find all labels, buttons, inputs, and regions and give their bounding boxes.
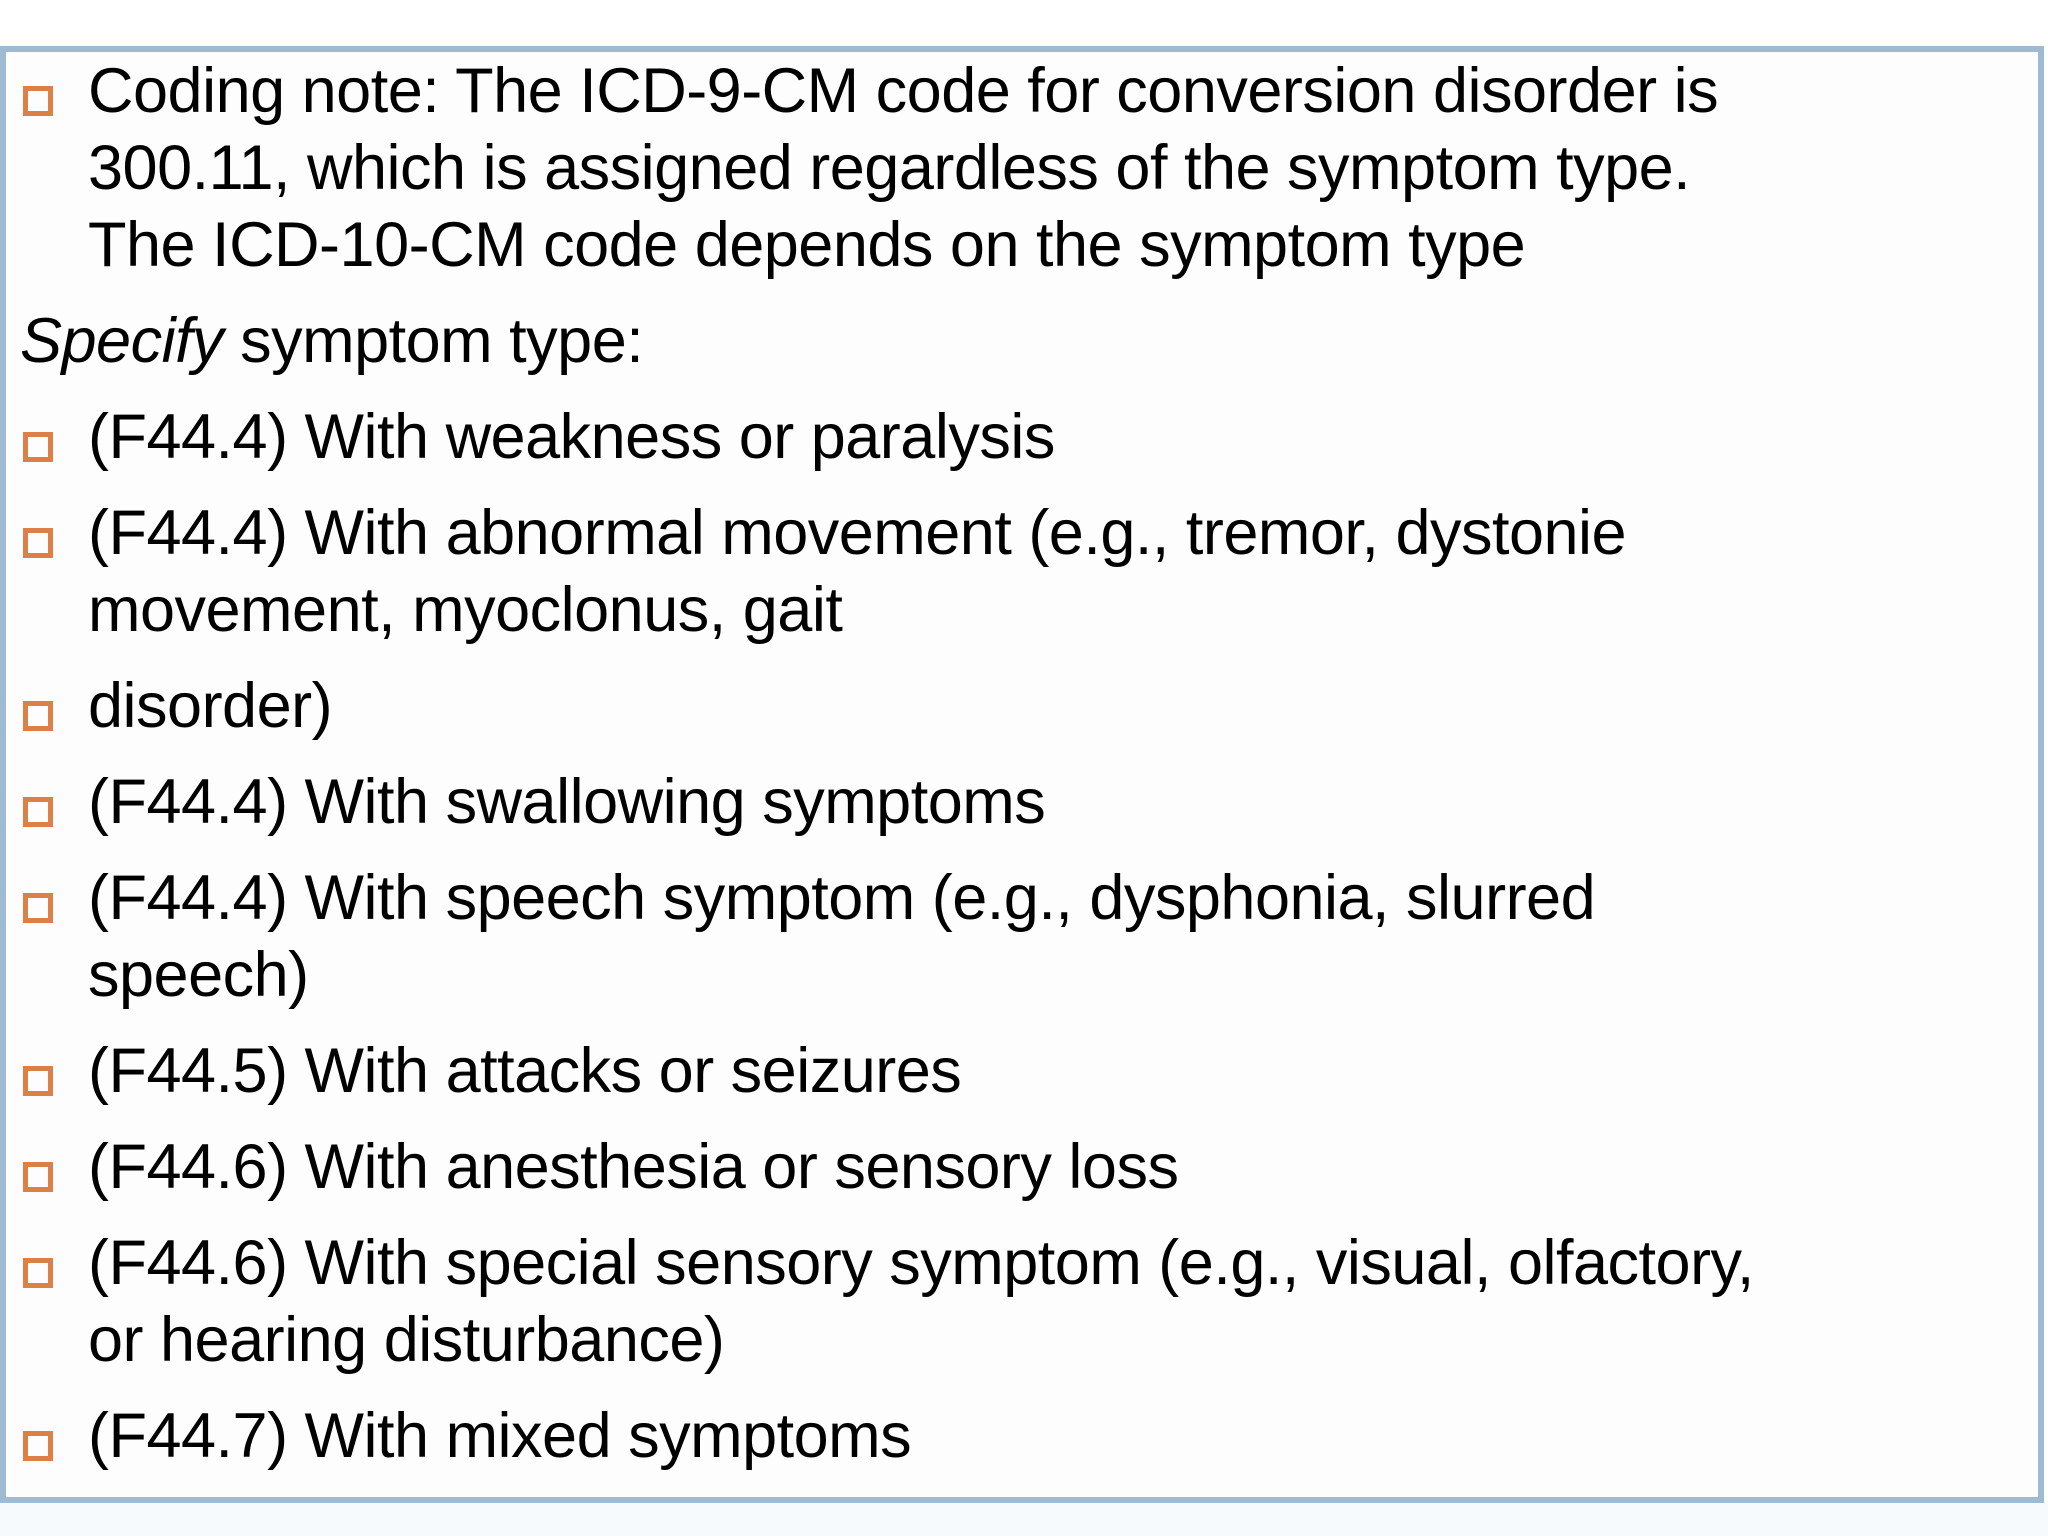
text-line: (F44.5) With attacks or seizures xyxy=(88,1036,962,1106)
text-line: (F44.6) With special sensory symptom (e.… xyxy=(88,1228,1754,1298)
specify-heading: Specify symptom type: xyxy=(6,303,2028,380)
text-line: The ICD-10-CM code depends on the sympto… xyxy=(88,210,1526,280)
bullet-item-special-sensory: (F44.6) With special sensory symptom (e.… xyxy=(6,1225,2028,1379)
below-slide-strip xyxy=(0,1503,2048,1536)
bullet-item-attacks: (F44.5) With attacks or seizures xyxy=(6,1033,2028,1110)
text-line: (F44.7) With mixed symptoms xyxy=(88,1401,912,1471)
text-line: (F44.4) With speech symptom (e.g., dysph… xyxy=(88,863,1596,933)
specify-italic-word: Specify xyxy=(20,306,224,376)
text-line: movement, myoclonus, gait xyxy=(88,575,843,645)
slide-text-box: Coding note: The ICD-9-CM code for conve… xyxy=(0,46,2044,1503)
bullet-item-abnormal-movement: (F44.4) With abnormal movement (e.g., tr… xyxy=(6,495,2028,649)
bullet-item-weakness: (F44.4) With weakness or paralysis xyxy=(6,399,2028,476)
bullet-item-speech: (F44.4) With speech symptom (e.g., dysph… xyxy=(6,860,2028,1014)
text-line: Coding note: The ICD-9-CM code for conve… xyxy=(88,56,1719,126)
slide-body: Coding note: The ICD-9-CM code for conve… xyxy=(6,52,2038,1475)
square-bullet-icon xyxy=(23,893,53,923)
text-line: 300.11, which is assigned regardless of … xyxy=(88,133,1691,203)
bullet-item-swallowing: (F44.4) With swallowing symptoms xyxy=(6,764,2028,841)
bullet-item-disorder: disorder) xyxy=(6,668,2028,745)
bullet-item-mixed: (F44.7) With mixed symptoms xyxy=(6,1398,2028,1475)
square-bullet-icon xyxy=(23,1258,53,1288)
text-line: (F44.4) With swallowing symptoms xyxy=(88,767,1046,837)
square-bullet-icon xyxy=(23,797,53,827)
text-line: (F44.4) With abnormal movement (e.g., tr… xyxy=(88,498,1627,568)
square-bullet-icon xyxy=(23,86,53,116)
text-line: speech) xyxy=(88,940,309,1010)
square-bullet-icon xyxy=(23,528,53,558)
square-bullet-icon xyxy=(23,1066,53,1096)
text-line: (F44.6) With anesthesia or sensory loss xyxy=(88,1132,1179,1202)
bullet-item-coding-note: Coding note: The ICD-9-CM code for conve… xyxy=(6,53,2028,284)
text-line: (F44.4) With weakness or paralysis xyxy=(88,402,1055,472)
text-line: Specify symptom type: xyxy=(20,303,2028,380)
text-line: or hearing disturbance) xyxy=(88,1305,725,1375)
square-bullet-icon xyxy=(23,432,53,462)
text-line: disorder) xyxy=(88,671,333,741)
square-bullet-icon xyxy=(23,1162,53,1192)
square-bullet-icon xyxy=(23,701,53,731)
specify-rest-text: symptom type: xyxy=(223,306,644,376)
square-bullet-icon xyxy=(23,1431,53,1461)
bullet-item-anesthesia: (F44.6) With anesthesia or sensory loss xyxy=(6,1129,2028,1206)
